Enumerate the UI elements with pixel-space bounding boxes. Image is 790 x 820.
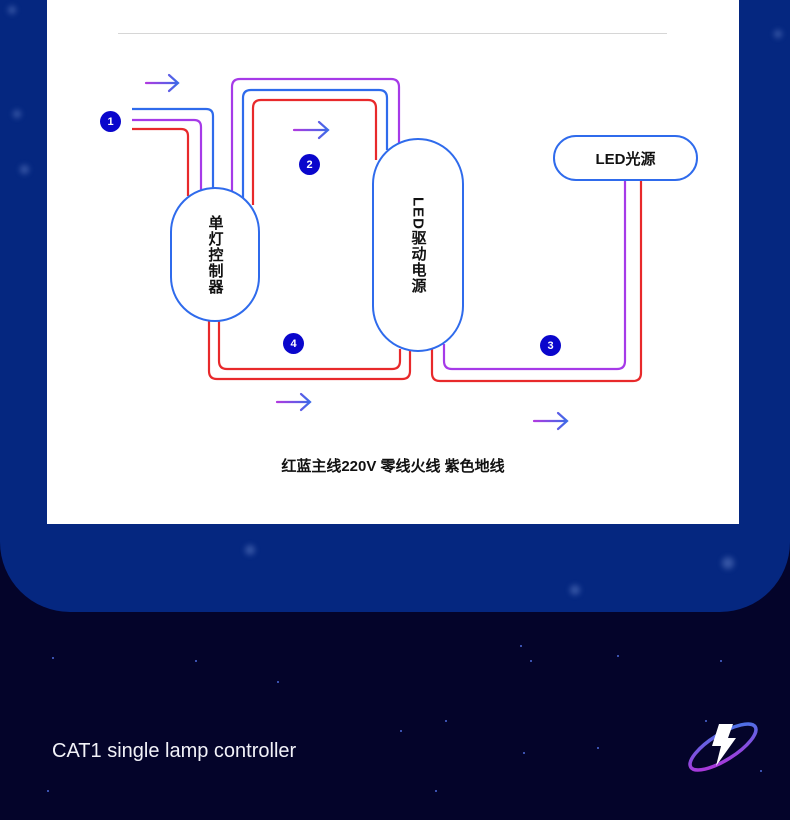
light-source-label: LED光源: [595, 150, 656, 168]
star: [617, 655, 619, 657]
badge-number: 4: [290, 337, 297, 350]
driver-node: LED驱动电源: [372, 138, 464, 352]
flow-arrows: [144, 73, 569, 431]
wire-red-top: [251, 98, 378, 205]
arrow-right-icon: [144, 73, 180, 93]
star: [445, 720, 447, 722]
controller-label: 单灯控制器: [206, 214, 224, 295]
wire-red-bottom-inner: [217, 321, 402, 371]
star: [530, 660, 532, 662]
star: [520, 645, 522, 647]
star: [435, 790, 437, 792]
diagram-card: 单灯控制器 LED驱动电源 LED光源 1 2 3 4 红蓝主线220V 零线火…: [47, 0, 739, 524]
arrow-right-icon: [292, 120, 330, 140]
star: [195, 660, 197, 662]
star: [52, 657, 54, 659]
star: [400, 730, 402, 732]
driver-label: LED驱动电源: [409, 196, 427, 294]
wire-red-output: [430, 180, 643, 383]
decorative-glow: [20, 165, 29, 174]
decorative-glow: [774, 30, 782, 38]
star: [47, 790, 49, 792]
wire-blue-input: [132, 107, 215, 192]
wire-legend-caption: 红蓝主线220V 零线火线 紫色地线: [281, 458, 505, 475]
wire-purple-output: [442, 180, 627, 371]
arrow-right-icon: [275, 392, 312, 412]
wire-red-input: [132, 127, 190, 196]
badge-number: 3: [547, 339, 554, 352]
decorative-glow: [570, 585, 580, 595]
decorative-glow: [722, 557, 734, 569]
controller-node: 单灯控制器: [170, 187, 260, 322]
step-badge-1: 1: [100, 111, 121, 132]
wire-purple-top: [230, 77, 401, 192]
wire-blue-top: [241, 88, 389, 198]
star: [523, 752, 525, 754]
badge-number: 2: [306, 158, 313, 171]
step-badge-3: 3: [540, 335, 561, 356]
lightning-orbit-logo-icon: [688, 722, 758, 772]
divider-line: [118, 33, 667, 34]
arrow-right-icon: [532, 411, 569, 431]
light-source-node: LED光源: [553, 135, 698, 181]
wire-red-bottom-outer: [207, 321, 412, 381]
star: [720, 660, 722, 662]
badge-number: 1: [107, 115, 114, 128]
star: [705, 720, 707, 722]
step-badge-2: 2: [299, 154, 320, 175]
wire-purple-input: [132, 118, 203, 190]
star: [597, 747, 599, 749]
decorative-glow: [245, 545, 255, 555]
decorative-glow: [13, 110, 21, 118]
product-title: CAT1 single lamp controller: [52, 740, 297, 762]
step-badge-4: 4: [283, 333, 304, 354]
blue-background-panel: 单灯控制器 LED驱动电源 LED光源 1 2 3 4 红蓝主线220V 零线火…: [0, 0, 790, 612]
wiring-diagram: [132, 73, 643, 431]
star: [760, 770, 762, 772]
decorative-glow: [8, 6, 16, 14]
star: [277, 681, 279, 683]
